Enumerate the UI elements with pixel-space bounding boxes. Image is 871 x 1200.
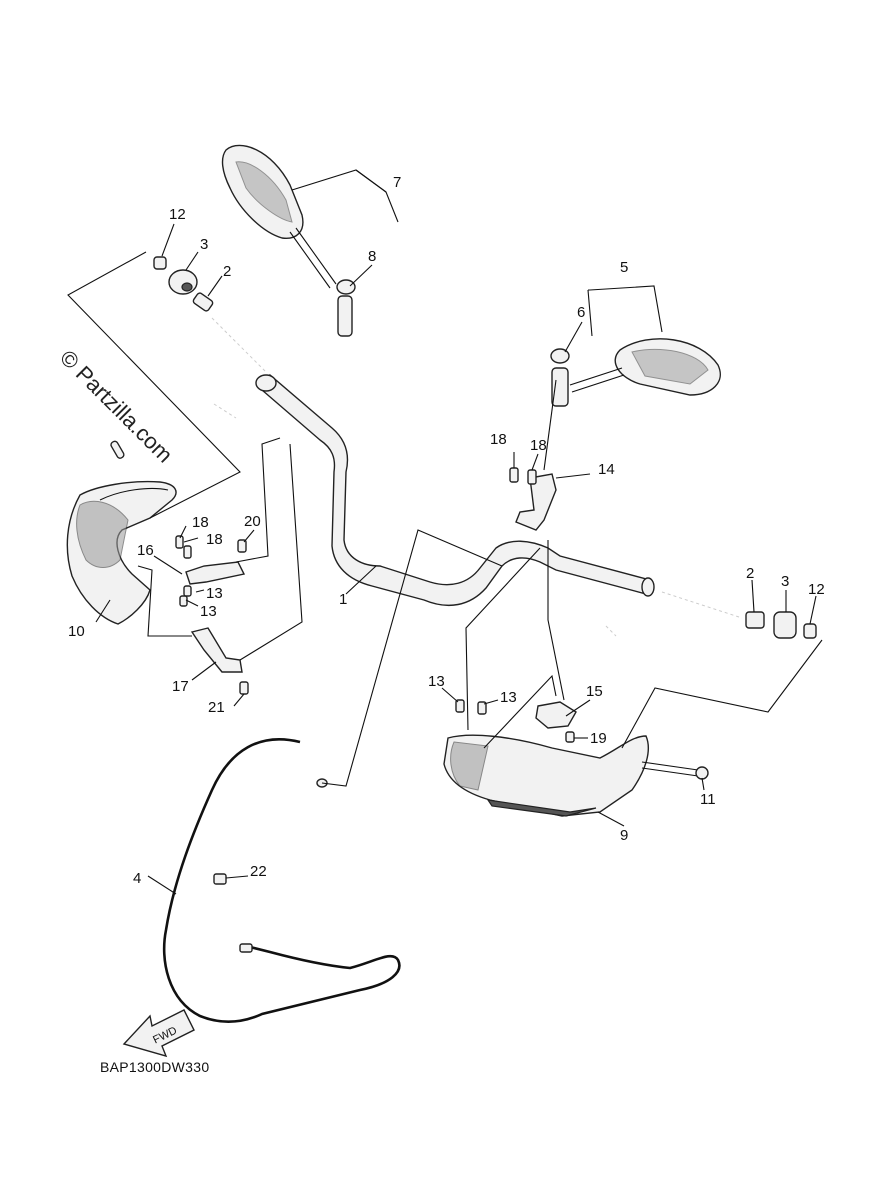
bolt-13-a[interactable] — [183, 585, 192, 597]
bolt-13-d[interactable] — [477, 701, 487, 715]
left-hand-guard[interactable] — [66, 480, 177, 625]
callout-22: 22 — [250, 863, 267, 880]
left-guard-bracket-17[interactable] — [190, 627, 243, 673]
bolt-13-c[interactable] — [455, 699, 465, 713]
callout-11: 11 — [700, 791, 716, 808]
left-guard-bracket-16[interactable] — [185, 561, 246, 585]
ghost-lines — [211, 317, 743, 637]
right-mirror-nut[interactable] — [550, 348, 570, 364]
callout-12-right: 12 — [808, 581, 825, 598]
bolt-19[interactable] — [565, 731, 575, 743]
callout-10: 10 — [68, 623, 85, 640]
callout-1: 1 — [339, 591, 347, 608]
callout-20: 20 — [244, 513, 261, 530]
callout-9: 9 — [620, 827, 628, 844]
clutch-cable[interactable] — [162, 737, 401, 1024]
diagram-code: BAP1300DW330 — [100, 1059, 209, 1075]
handlebar[interactable] — [255, 373, 655, 607]
callout-21: 21 — [208, 699, 225, 716]
right-hand-guard[interactable] — [443, 734, 650, 817]
callout-8: 8 — [368, 248, 376, 265]
callout-18-c: 18 — [192, 514, 209, 531]
callout-13-b: 13 — [200, 603, 217, 620]
right-bar-end-screw[interactable] — [745, 611, 765, 629]
left-mirror[interactable] — [221, 144, 353, 337]
callout-3-left: 3 — [200, 236, 208, 253]
callout-4: 4 — [133, 870, 141, 887]
right-bar-end-weight[interactable] — [773, 611, 797, 639]
bolt-18-b[interactable] — [527, 469, 537, 485]
right-mirror[interactable] — [551, 338, 721, 407]
forward-arrow-icon: FWD — [122, 1009, 195, 1058]
callout-7: 7 — [393, 174, 401, 191]
bolt-13-b[interactable] — [179, 595, 188, 607]
right-bar-end-nut[interactable] — [803, 623, 817, 639]
right-guard-bracket-15[interactable] — [535, 701, 577, 729]
callout-3-right: 3 — [781, 573, 789, 590]
callout-6: 6 — [577, 304, 585, 321]
left-mirror-nut[interactable] — [336, 279, 356, 295]
right-guard-bracket-14[interactable] — [515, 473, 557, 531]
bolt-18-c[interactable] — [175, 535, 184, 549]
callout-2-right: 2 — [746, 565, 754, 582]
callout-18-a: 18 — [490, 431, 507, 448]
small-pin-left[interactable] — [110, 440, 125, 459]
callout-2-left: 2 — [223, 263, 231, 280]
bolt-21[interactable] — [239, 681, 249, 695]
callout-17: 17 — [172, 678, 189, 695]
cable-clamp[interactable] — [213, 873, 227, 885]
left-bar-end-weight[interactable] — [168, 269, 198, 295]
callout-5: 5 — [620, 259, 628, 276]
callout-13-c: 13 — [428, 673, 445, 690]
callout-12-left: 12 — [169, 206, 186, 223]
leader-lines — [67, 169, 823, 895]
callout-18-b: 18 — [530, 437, 547, 454]
right-guard-bolt[interactable] — [641, 761, 709, 780]
bolt-20[interactable] — [237, 539, 247, 553]
callout-13-d: 13 — [500, 689, 517, 706]
left-bar-end-nut[interactable] — [153, 256, 167, 270]
bolt-18-d[interactable] — [183, 545, 192, 559]
callout-16: 16 — [137, 542, 154, 559]
callout-18-d: 18 — [206, 531, 223, 548]
bolt-18-a[interactable] — [509, 467, 519, 483]
callout-19: 19 — [590, 730, 607, 747]
callout-15: 15 — [586, 683, 603, 700]
callout-13-a: 13 — [206, 585, 223, 602]
left-bar-end-screw[interactable] — [192, 292, 214, 312]
callout-14: 14 — [598, 461, 615, 478]
